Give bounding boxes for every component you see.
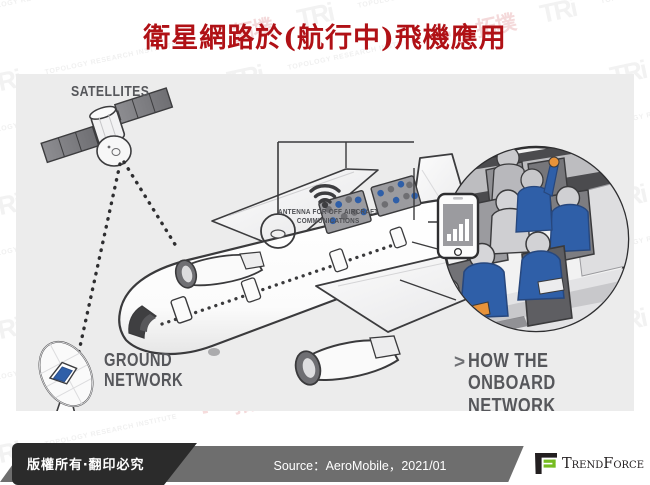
label-onboard-network: HOW THE ONBOARD NETWORK WORKS bbox=[468, 350, 556, 411]
passenger-middle-blue bbox=[549, 185, 591, 253]
signal-beams bbox=[72, 160, 178, 376]
watermark-subtitle: TOPOLOGY RESEARCH INSTITUTE bbox=[600, 0, 650, 5]
footer-source-text: Source：AeroMobile，2021/01 bbox=[273, 459, 447, 473]
diagram-panel: SATELLITES ANTENNA FOR OFF AIRCRAFT COMM… bbox=[16, 74, 634, 411]
engine-far bbox=[174, 251, 265, 289]
ground-station-icon bbox=[38, 341, 94, 411]
trendforce-logo-mark bbox=[534, 453, 557, 474]
cutaway-cabin-section-2 bbox=[370, 175, 422, 217]
engine-near bbox=[294, 335, 401, 386]
page-title: 衛星網路於(航行中)飛機應用 bbox=[143, 23, 507, 54]
cabin-inset-circle bbox=[399, 145, 630, 333]
watermark-subtitle: TOPOLOGY RESEARCH INSTITUTE bbox=[357, 0, 490, 10]
label-ground-network: GROUND NETWORK bbox=[104, 350, 184, 391]
trendforce-logo: TrendForce bbox=[534, 453, 644, 474]
footer-logo-area bbox=[507, 443, 650, 485]
chevron-right-icon: > bbox=[454, 352, 466, 373]
passenger-front-tshirt bbox=[517, 231, 565, 301]
trendforce-logo-text: TrendForce bbox=[561, 455, 644, 472]
passenger-raised-arm bbox=[515, 156, 560, 233]
footer-copyright-tag bbox=[12, 443, 197, 485]
label-antenna: ANTENNA FOR OFF AIRCRAFT COMMUNICATIONS bbox=[278, 207, 379, 226]
footer-copyright-text: 版權所有‧翻印必究 bbox=[27, 458, 145, 473]
satellite-icon bbox=[40, 87, 174, 167]
cutaway-cabin-section-1 bbox=[318, 190, 372, 234]
wifi-icon bbox=[308, 182, 342, 213]
smartphone-signal-icon bbox=[428, 192, 480, 260]
aircraft-diagram-svg bbox=[38, 87, 630, 411]
label-satellites: SATELLITES bbox=[71, 83, 150, 100]
watermark-subtitle: TOPOLOGY RESEARCH INSTITUTE bbox=[0, 0, 108, 14]
footer-bar: 版權所有‧翻印必究 Source：AeroMobile，2021/01 Tren… bbox=[0, 443, 650, 485]
